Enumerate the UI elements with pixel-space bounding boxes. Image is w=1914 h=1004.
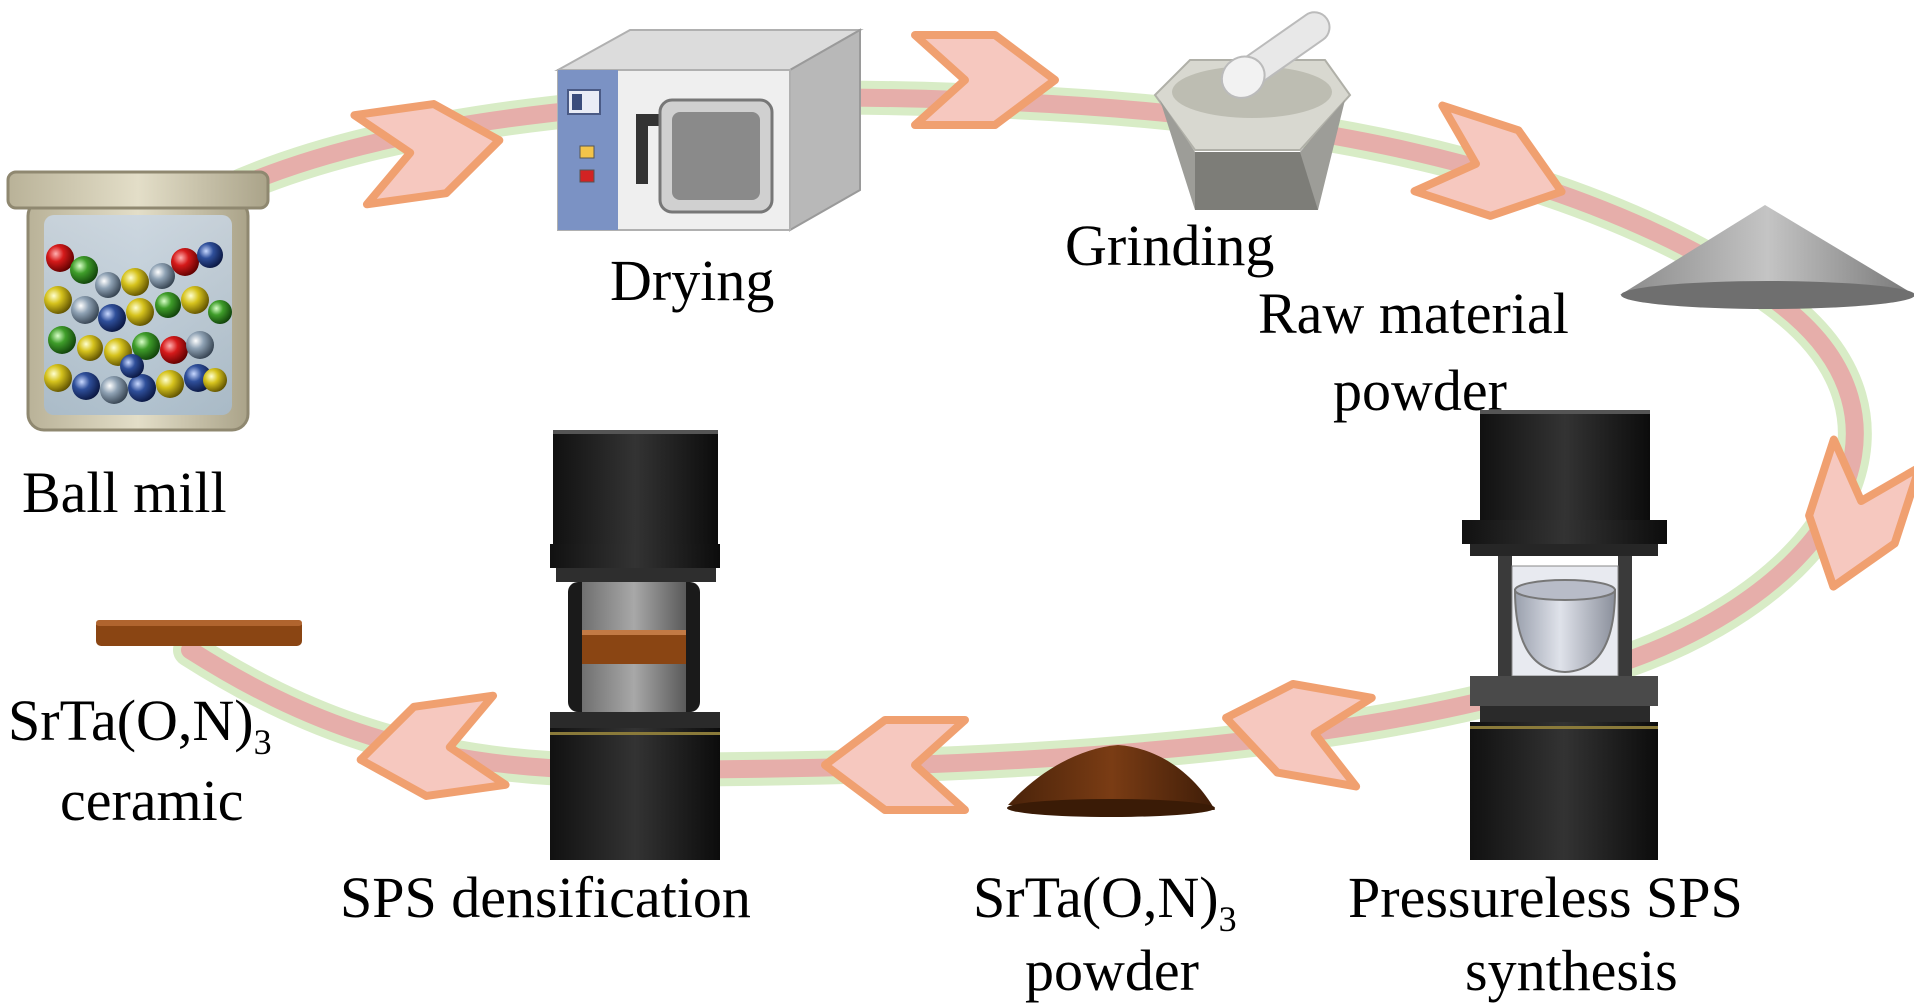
milling-balls: [44, 242, 232, 404]
arrow-grinding-to-raw-powder: [1410, 101, 1566, 220]
drying-label: Drying: [610, 248, 774, 313]
sps-densification-label: SPS densification: [340, 865, 751, 930]
pressureless-sps-label-line1: Pressureless SPS: [1348, 865, 1743, 930]
mortar-and-pestle-icon: [1153, 11, 1352, 210]
oxynitride-powder-heap-icon: [1007, 745, 1215, 817]
pressureless-sps-label-line2: synthesis: [1465, 938, 1678, 1003]
powder-formula-label: SrTa(O,N)3: [973, 865, 1237, 939]
ceramic-label-line2: ceramic: [60, 768, 244, 833]
grinding-label: Grinding: [1065, 213, 1274, 278]
sps-densification-press-icon: [550, 430, 720, 860]
raw-material-label-line1: Raw material: [1258, 281, 1569, 346]
arrow-ballmill-to-drying: [350, 100, 504, 209]
ceramic-disc-icon: [96, 620, 302, 646]
powder-label-line2: powder: [1025, 938, 1199, 1003]
arrow-drying-to-grinding: [911, 31, 1059, 129]
ceramic-formula-label: SrTa(O,N)3: [8, 688, 272, 762]
ball-mill-jar-icon: [6, 170, 270, 432]
arrow-synthesis-to-powder: [1222, 679, 1376, 791]
ball-mill-label: Ball mill: [22, 460, 227, 525]
arrow-powder-to-densification: [821, 716, 969, 814]
pressureless-sps-press-icon: [1462, 410, 1667, 860]
raw-powder-cone-icon: [1620, 205, 1914, 309]
arrow-densification-to-ceramic: [356, 691, 510, 800]
arrow-raw-powder-to-synthesis: [1805, 435, 1914, 591]
drying-oven-icon: [554, 28, 864, 232]
raw-material-label-line2: powder: [1333, 358, 1507, 423]
